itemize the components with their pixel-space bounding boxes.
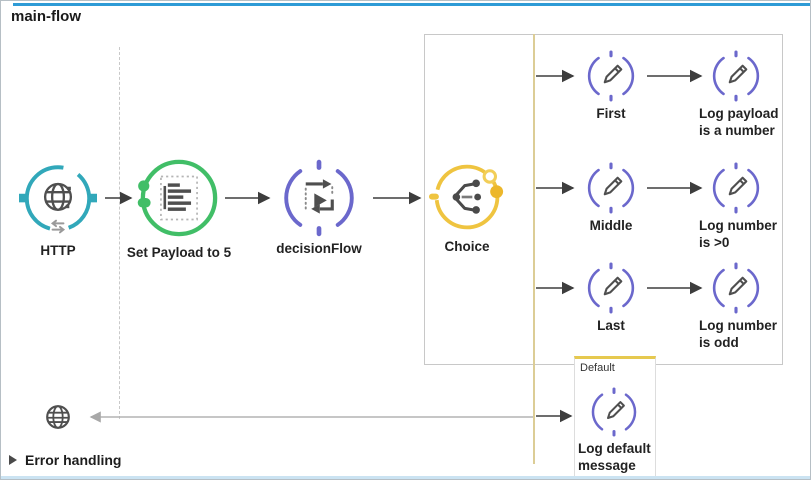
error-handling-toggle[interactable]: Error handling [9, 452, 121, 468]
http-icon [19, 161, 97, 239]
node-label: Log number is >0 [699, 218, 777, 250]
http-listener-node[interactable]: HTTP [0, 161, 118, 260]
logger-icon [710, 50, 762, 102]
choice-router-node[interactable]: Choice [407, 159, 527, 256]
choice-icon [429, 159, 505, 235]
logger-node-default[interactable]: Log default message [564, 387, 664, 475]
default-route-label: Default [580, 362, 615, 374]
return-globe-icon [40, 399, 76, 435]
expand-arrow-icon [9, 455, 17, 465]
logger-node-log-odd[interactable]: Log number is odd [681, 262, 791, 352]
flow-title: main-flow [11, 8, 81, 25]
node-label: Log default message [578, 441, 651, 473]
node-label: Last [597, 318, 625, 333]
canvas-bottom-accent [1, 476, 810, 479]
set-payload-node[interactable]: Set Payload to 5 [114, 155, 244, 262]
error-handling-label: Error handling [25, 452, 122, 468]
node-label: Set Payload to 5 [126, 245, 232, 260]
node-label: Choice [444, 239, 490, 254]
logger-icon [585, 262, 637, 314]
node-label: decisionFlow [276, 241, 362, 256]
node-label: Log payload is a number [699, 106, 779, 138]
node-label: Log number is odd [699, 318, 777, 350]
canvas-top-accent [13, 3, 810, 6]
logger-node-last[interactable]: Last [551, 262, 671, 335]
logger-node-first[interactable]: First [551, 50, 671, 123]
logger-icon [589, 387, 639, 437]
logger-icon [585, 50, 637, 102]
source-process-divider [119, 47, 120, 419]
node-label: HTTP [40, 243, 76, 258]
logger-node-middle[interactable]: Middle [551, 162, 671, 235]
default-route-box[interactable]: Default [574, 356, 656, 479]
logger-icon [585, 162, 637, 214]
logger-icon [710, 262, 762, 314]
logger-icon [710, 162, 762, 214]
logger-node-log-payload[interactable]: Log payload is a number [681, 50, 791, 140]
flow-reference-node[interactable]: decisionFlow [259, 159, 379, 258]
node-label: Middle [589, 218, 633, 233]
node-label: First [596, 106, 626, 121]
flow-reference-icon [280, 159, 358, 237]
logger-node-log-gt0[interactable]: Log number is >0 [681, 162, 791, 252]
choice-route-line [533, 34, 535, 464]
set-payload-icon [136, 155, 222, 241]
